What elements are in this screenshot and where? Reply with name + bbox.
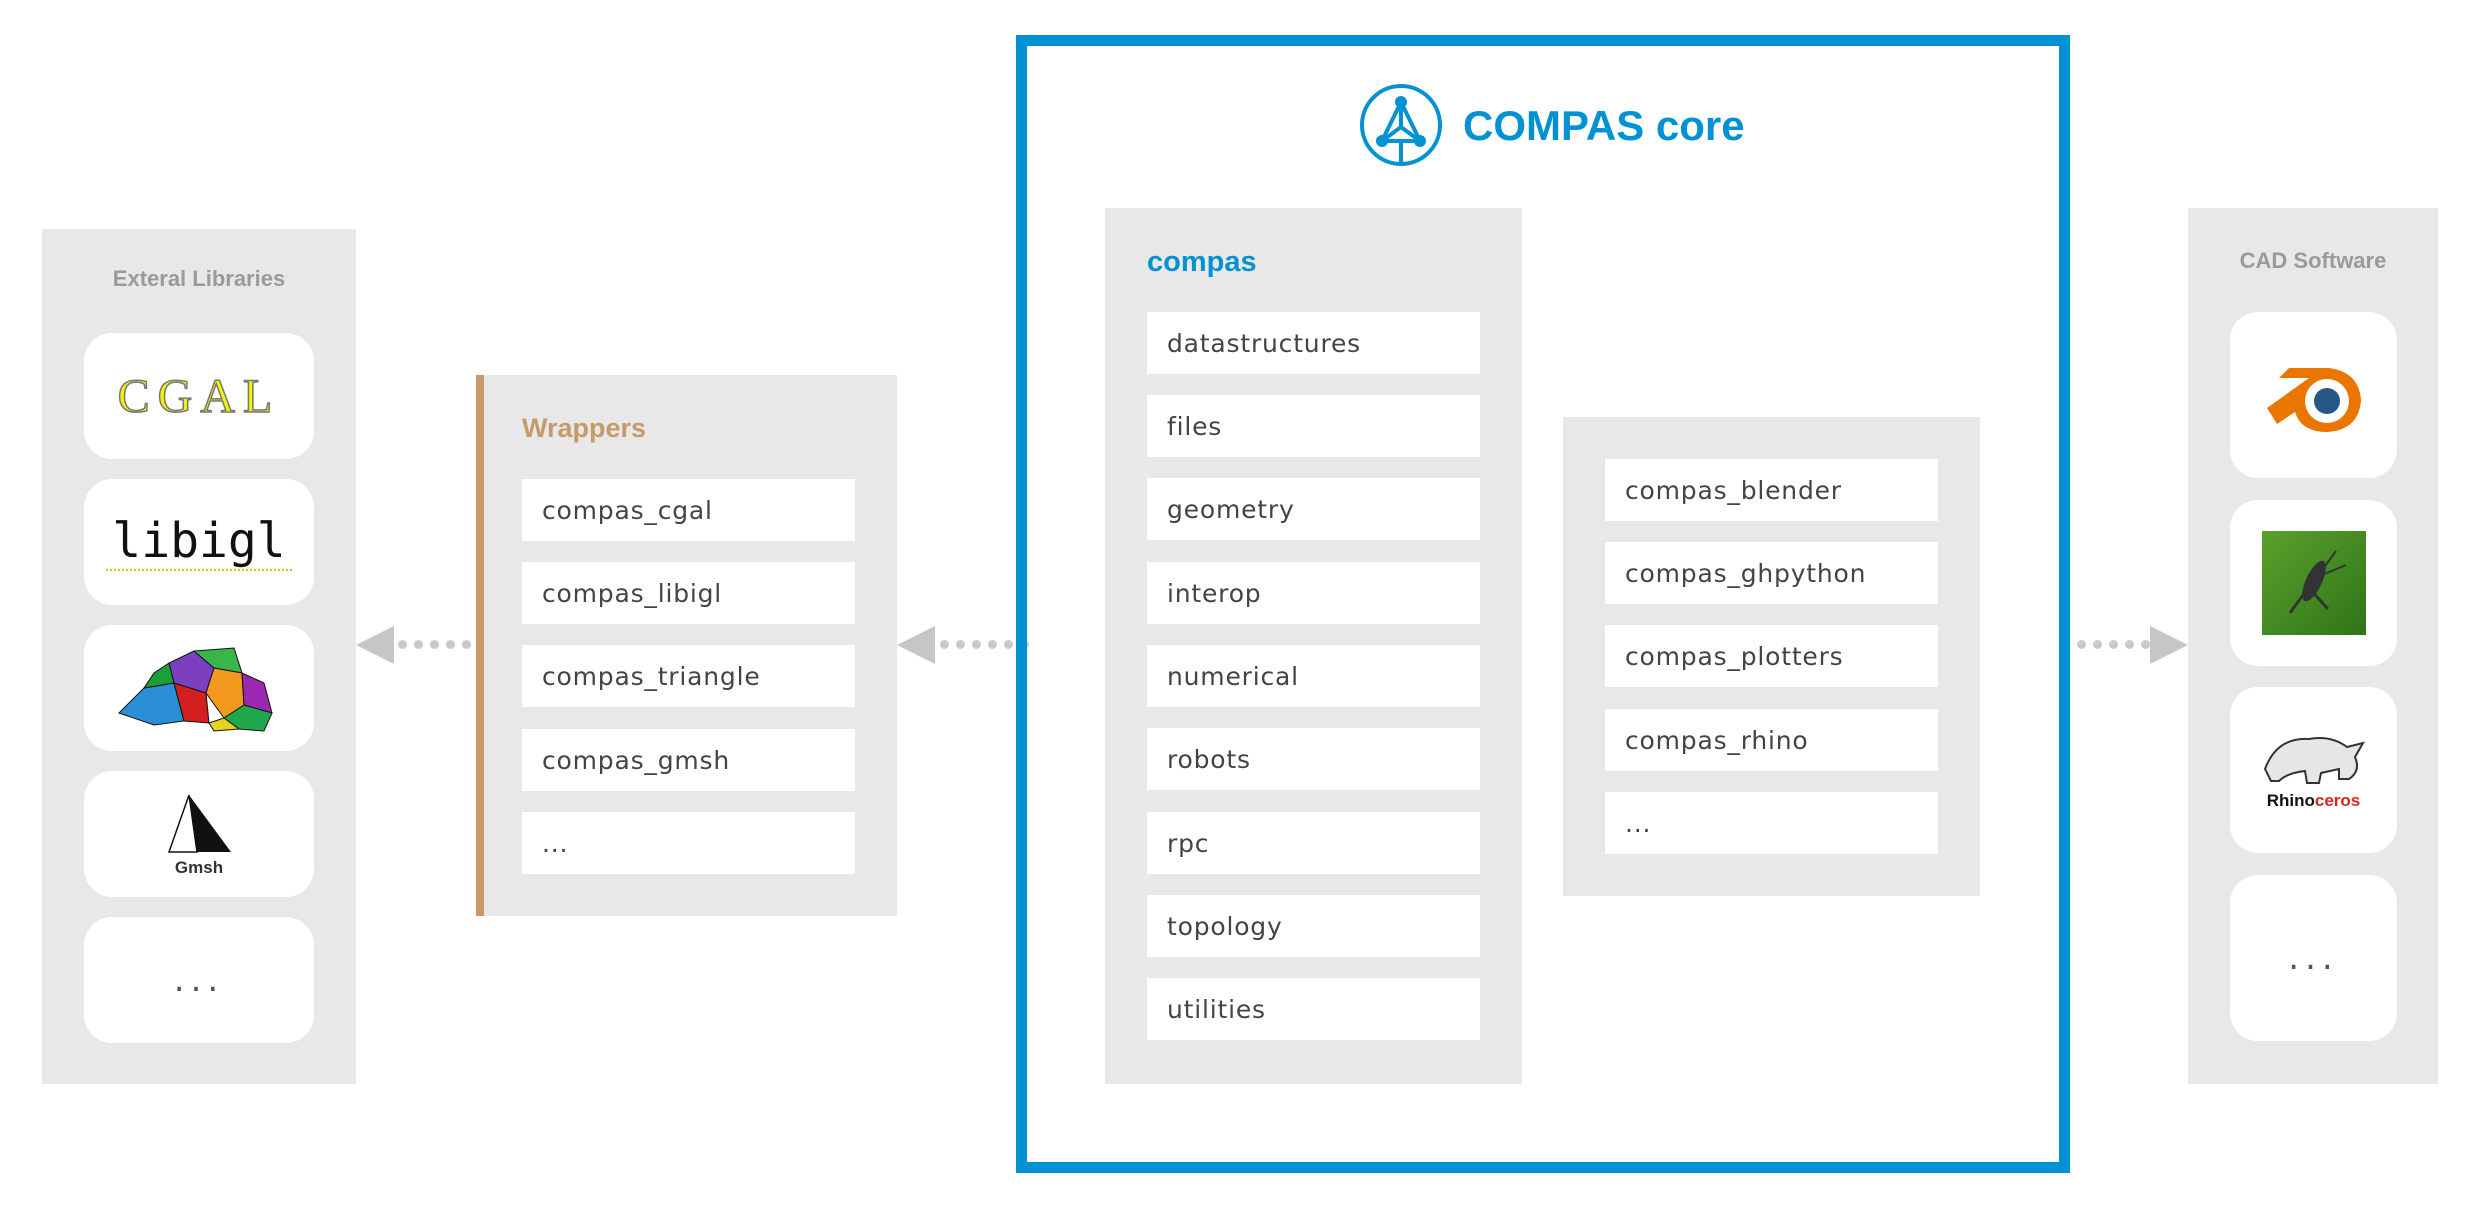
external-libraries-title: Exteral Libraries	[112, 266, 286, 291]
external-libraries-panel: Exteral Libraries CGAL libigl Gmsh ...	[42, 229, 356, 1084]
arrow-to-cad-software	[2150, 626, 2188, 664]
cgal-logo: CGAL	[117, 369, 281, 424]
cad-software-title: CAD Software	[2239, 248, 2387, 273]
wrappers-title: Wrappers	[522, 413, 647, 443]
plugin-item: compas_rhino	[1605, 709, 1938, 771]
compas-module-item: interop	[1147, 562, 1480, 624]
cad-software-panel: CAD Software Rhin	[2188, 208, 2438, 1084]
compas-core-frame	[1016, 35, 2070, 1173]
gmsh-icon	[167, 794, 231, 853]
plugin-item: compas_plotters	[1605, 625, 1938, 687]
plugin-item: ...	[1605, 792, 1938, 854]
rhino-icon	[2263, 737, 2365, 784]
rhino-logo-card: Rhinoceros	[2230, 687, 2397, 853]
compas-module-item: topology	[1147, 895, 1480, 957]
wrapper-item: compas_libigl	[522, 562, 855, 624]
blender-logo-card	[2230, 312, 2397, 478]
compas-module-item: robots	[1147, 728, 1480, 790]
compas-module-item: geometry	[1147, 478, 1480, 540]
grasshopper-icon	[2261, 531, 2366, 635]
compas-module-item: rpc	[1147, 812, 1480, 874]
triangle-mesh-icon	[118, 647, 273, 732]
triangle-mesh-logo-card	[84, 625, 314, 751]
libigl-logo-card: libigl	[84, 479, 314, 605]
arrow-to-external-libraries	[356, 626, 394, 664]
compas-plugins-panel: compas_blender compas_ghpython compas_pl…	[1563, 417, 1980, 896]
compas-module-item: datastructures	[1147, 312, 1480, 374]
compas-module-item: numerical	[1147, 645, 1480, 707]
rhino-logo-label: Rhinoceros	[2266, 791, 2361, 810]
plugin-item: compas_ghpython	[1605, 542, 1938, 604]
external-libraries-more: ...	[84, 917, 314, 1043]
wrapper-item: compas_triangle	[522, 645, 855, 707]
plugin-item: compas_blender	[1605, 459, 1938, 521]
cgal-logo-card: CGAL	[84, 333, 314, 459]
compas-package-title: compas	[1147, 246, 1257, 278]
libigl-logo: libigl	[106, 513, 292, 571]
wrappers-panel: Wrappers compas_cgal compas_libigl compa…	[476, 375, 897, 916]
compas-logo-icon	[1360, 84, 1442, 166]
gmsh-logo-card: Gmsh	[84, 771, 314, 897]
wrapper-item: compas_cgal	[522, 479, 855, 541]
compas-module-item: files	[1147, 395, 1480, 457]
compas-module-item: utilities	[1147, 978, 1480, 1040]
arrow-to-wrappers	[897, 626, 935, 664]
dotted-connector-left	[398, 640, 487, 649]
blender-icon	[2266, 368, 2361, 432]
compas-core-title: COMPAS core	[1463, 102, 1745, 149]
compas-package-panel: compas datastructures files geometry int…	[1105, 208, 1522, 1084]
cad-software-more: ...	[2230, 875, 2397, 1041]
wrapper-item: ...	[522, 812, 855, 874]
wrapper-item: compas_gmsh	[522, 729, 855, 791]
gmsh-logo-label: Gmsh	[174, 858, 224, 877]
grasshopper-logo-card	[2230, 500, 2397, 666]
